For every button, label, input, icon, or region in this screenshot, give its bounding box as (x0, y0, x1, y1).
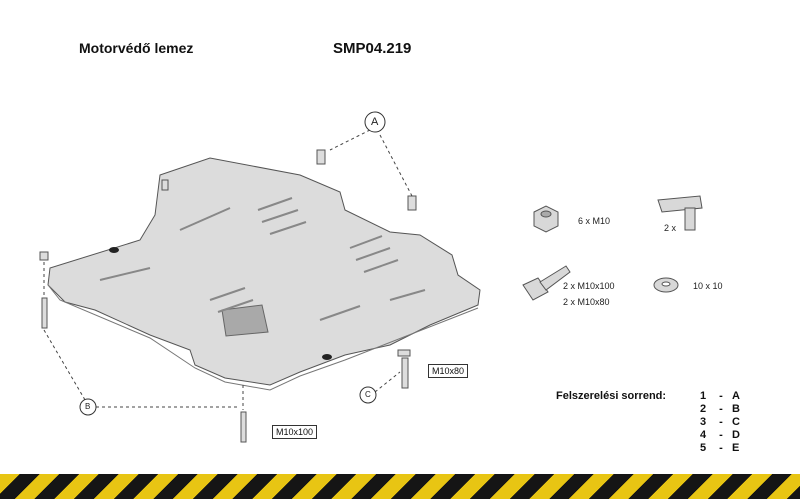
sequence-step: 3-C (700, 416, 740, 428)
washer-icon (653, 277, 679, 293)
sequence-title: Felszerelési sorrend: (556, 390, 667, 402)
bolt-label-m10x100: M10x100 (272, 425, 318, 439)
washer-count: 10 x 10 (693, 281, 723, 291)
nut-icon (533, 205, 559, 233)
sequence-step: 4-D (700, 429, 740, 441)
callout-c: C (365, 390, 371, 399)
hardware (39, 149, 417, 443)
bolt-count-m10x80: 2 x M10x80 (563, 297, 610, 307)
bracket-icon (657, 195, 703, 231)
document-title: Motorvédő lemez (79, 40, 194, 56)
sequence-step: 1-A (700, 390, 740, 402)
sequence-step: 2-B (700, 403, 740, 415)
part-number: SMP04.219 (333, 40, 412, 57)
sequence-step: 5-E (700, 442, 740, 454)
bracket-count: 2 x (664, 223, 677, 233)
callout-b: B (85, 402, 91, 411)
bolt-icon (522, 265, 571, 301)
hazard-stripe-band (0, 474, 800, 499)
leader-lines (43, 129, 413, 410)
bolt-label-m10x80: M10x80 (428, 364, 469, 378)
skid-plate (47, 157, 481, 391)
bolt-count-m10x100: 2 x M10x100 (563, 281, 615, 291)
nut-count: 6 x M10 (578, 216, 611, 226)
callout-a: A (371, 116, 379, 128)
stiffener-slots (99, 197, 426, 321)
